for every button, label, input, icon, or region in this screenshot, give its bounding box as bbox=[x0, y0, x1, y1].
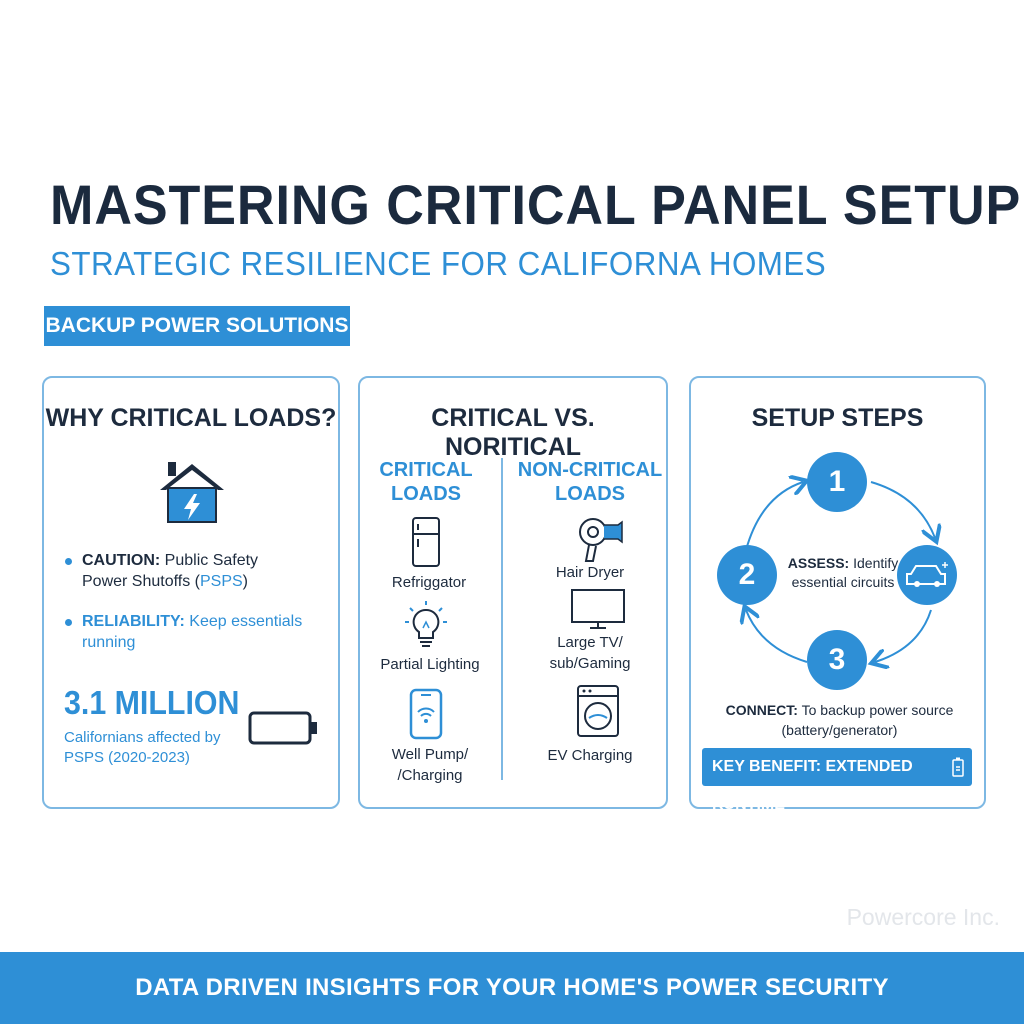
caution-bullet: CAUTION: Public Safety Power Shutoffs (P… bbox=[82, 550, 322, 592]
noncritical-head-b: LOADS bbox=[555, 483, 625, 505]
critical-item-well-pump: Well Pump/ /Charging bbox=[360, 744, 500, 786]
caution-text-b: Power Shutoffs ( bbox=[82, 573, 200, 590]
noncritical-head-a: NON-CRITICAL bbox=[517, 459, 663, 481]
key-benefit-text: KEY BENEFIT: EXTENDED RUNTIME bbox=[712, 758, 913, 813]
critical-item-well-pump-a: Well Pump/ bbox=[391, 746, 469, 763]
card-setup-steps: SETUP STEPS 1 2 3 ASSESS: Identify essen… bbox=[689, 376, 986, 809]
noncritical-item-tv-b: sub/Gaming bbox=[549, 655, 631, 672]
noncritical-item-tv: Large TV/ sub/Gaming bbox=[510, 632, 670, 674]
house-bolt-icon bbox=[160, 462, 224, 523]
noncritical-item-tv-a: Large TV/ bbox=[557, 634, 623, 651]
reliability-text-a: Keep essentials bbox=[189, 613, 303, 630]
critical-head-b: LOADS bbox=[391, 483, 461, 505]
critical-item-refrigerator: Refriggator bbox=[391, 574, 467, 591]
critical-item-well-pump-b: /Charging bbox=[397, 767, 463, 784]
caution-text-a: Public Safety bbox=[164, 552, 259, 569]
stat-value: 3.1 MILLION bbox=[64, 684, 240, 721]
bullet-dot bbox=[65, 558, 72, 565]
reliability-label: RELIABILITY: bbox=[82, 613, 185, 630]
card-steps-title: SETUP STEPS bbox=[751, 404, 924, 432]
assess-text-b: essential circuits bbox=[791, 574, 895, 590]
critical-head-a: CRITICAL bbox=[379, 459, 473, 481]
caution-text-c: PSPS bbox=[199, 573, 243, 590]
lightbulb-icon bbox=[405, 601, 447, 647]
step-3-circle: 3 bbox=[807, 630, 867, 690]
connect-text-a: To backup power source bbox=[801, 702, 954, 718]
bullet-dot bbox=[65, 619, 72, 626]
noncritical-item-hair-dryer: Hair Dryer bbox=[555, 564, 625, 581]
footer-banner: DATA DRIVEN INSIGHTS FOR YOUR HOME'S POW… bbox=[0, 952, 1024, 1024]
critical-column-heading: CRITICAL LOADS bbox=[360, 458, 492, 506]
key-benefit-banner: KEY BENEFIT: EXTENDED RUNTIME bbox=[702, 748, 972, 813]
critical-item-lighting: Partial Lighting bbox=[380, 656, 480, 673]
refrigerator-icon bbox=[412, 517, 440, 567]
step-1-circle: 1 bbox=[807, 452, 867, 512]
assess-text-a: Identify bbox=[853, 555, 899, 571]
tv-icon bbox=[571, 589, 625, 629]
noncritical-column-heading: NON-CRITICAL LOADS bbox=[510, 458, 670, 506]
stat-caption-a: Californians affected by bbox=[64, 729, 221, 746]
assess-text: ASSESS: Identify essential circuits bbox=[783, 554, 903, 592]
step-2-circle: 2 bbox=[717, 545, 777, 605]
connect-text: CONNECT: To backup power source (battery… bbox=[691, 700, 988, 740]
connect-text-b: (battery/generator) bbox=[781, 722, 898, 738]
column-divider bbox=[501, 458, 503, 780]
caution-text-d: ) bbox=[242, 573, 248, 590]
card-why-title: WHY CRITICAL LOADS? bbox=[45, 404, 337, 432]
reliability-text-b: running bbox=[82, 634, 136, 651]
card-compare-title: CRITICAL VS. NORITICAL bbox=[431, 404, 595, 461]
connect-label: CONNECT: bbox=[725, 702, 798, 718]
phone-wifi-icon bbox=[409, 688, 443, 740]
card-critical-vs-noncritical: CRITICAL VS. NORITICAL CRITICAL LOADS NO… bbox=[358, 376, 668, 809]
stat-caption: Californians affected by PSPS (2020-2023… bbox=[64, 728, 220, 768]
battery-icon bbox=[248, 711, 317, 745]
page-title: MASTERING CRITICAL PANEL SETUP bbox=[50, 173, 1022, 236]
watermark: Powercore Inc. bbox=[846, 904, 1000, 930]
section-badge: BACKUP POWER SOLUTIONS bbox=[44, 306, 350, 346]
battery-small-icon bbox=[952, 757, 964, 777]
caution-label: CAUTION: bbox=[82, 552, 161, 569]
car-icon bbox=[906, 562, 948, 587]
washer-icon bbox=[577, 685, 619, 737]
hair-dryer-icon bbox=[579, 518, 623, 562]
stat-caption-b: PSPS (2020-2023) bbox=[64, 749, 190, 766]
cycle-arrows bbox=[691, 378, 988, 811]
card-why-critical-loads: WHY CRITICAL LOADS? CAUTION: Public Safe… bbox=[42, 376, 340, 809]
page-subtitle: STRATEGIC RESILIENCE FOR CALIFORNA HOMES bbox=[50, 245, 827, 282]
noncritical-item-ev-charging: EV Charging bbox=[547, 747, 633, 764]
assess-label: ASSESS: bbox=[787, 555, 850, 571]
reliability-bullet: RELIABILITY: Keep essentials running bbox=[82, 611, 322, 653]
